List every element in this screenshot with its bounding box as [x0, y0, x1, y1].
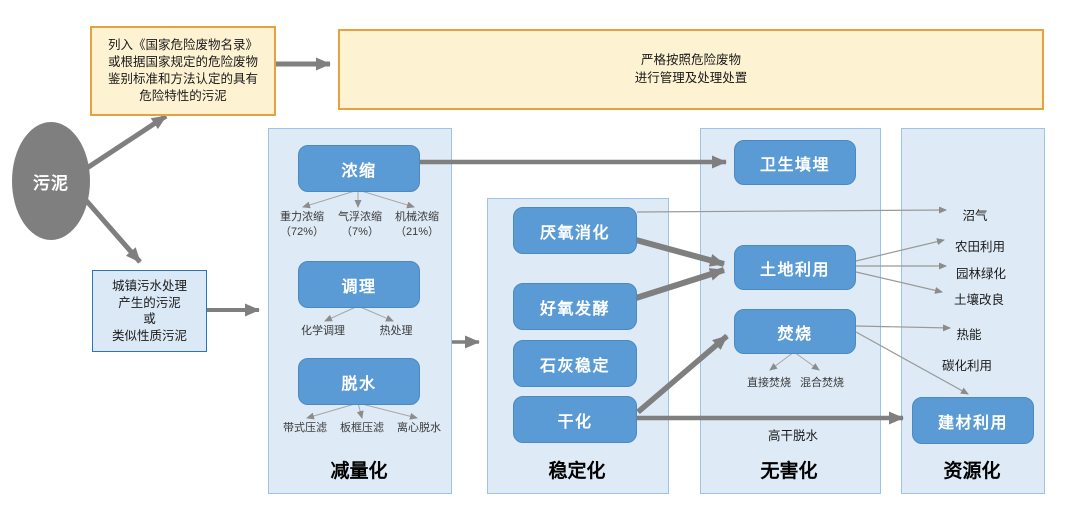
sub-centrifugal-dewatering: 离心脱水 — [397, 422, 441, 434]
node-drying: 干化 — [513, 396, 637, 443]
node-lime-stabilization: 石灰稳定 — [513, 340, 637, 387]
node-conditioning: 调理 — [298, 261, 420, 308]
output-soil-improvement: 土壤改良 — [953, 293, 1005, 307]
sub-mixed-incineration: 混合焚烧 — [800, 377, 844, 389]
column-title-stabilization: 稳定化 — [548, 461, 606, 482]
sub-mechanical-thickening: 机械浓缩 （21%） — [394, 211, 440, 238]
column-title-reduction: 减量化 — [330, 461, 388, 482]
sub-chemical-conditioning: 化学调理 — [301, 325, 345, 337]
hazardous-management-box: 严格按照危险废物 进行管理及处理处置 — [338, 29, 1044, 110]
output-carbonization-use: 碳化利用 — [941, 359, 993, 373]
output-farmland-use: 农田利用 — [954, 240, 1006, 254]
node-land-use: 土地利用 — [734, 245, 856, 290]
sludge-root-node: 污泥 — [12, 122, 90, 240]
output-thermal-energy: 热能 — [956, 328, 982, 342]
node-incineration: 焚烧 — [734, 309, 856, 354]
sub-plate-frame-press: 板框压滤 — [340, 422, 384, 434]
sub-belt-filter-press: 带式压滤 — [283, 422, 327, 434]
node-anaerobic-digestion: 厌氧消化 — [513, 207, 637, 254]
sub-direct-incineration: 直接焚烧 — [747, 377, 791, 389]
hazardous-criteria-box: 列入《国家危险废物名录》 或根据国家规定的危险废物 鉴别标准和方法认定的具有 危… — [90, 26, 276, 116]
node-aerobic-fermentation: 好氧发酵 — [513, 283, 637, 330]
sub-flotation-thickening: 气浮浓缩 （7%） — [338, 211, 382, 238]
column-title-harmless: 无害化 — [760, 461, 818, 482]
node-thickening: 浓缩 — [298, 145, 420, 192]
sub-heat-treatment: 热处理 — [379, 325, 413, 337]
output-landscape-greening: 园林绿化 — [955, 267, 1007, 281]
municipal-sludge-box: 城镇污水处理 产生的污泥 或 类似性质污泥 — [92, 270, 207, 352]
output-biogas: 沼气 — [962, 209, 988, 223]
sub-gravity-thickening: 重力浓缩 （72%） — [279, 211, 325, 238]
arrow-sludge-to-municipal — [82, 196, 142, 264]
column-title-resource: 资源化 — [943, 461, 1001, 482]
node-building-material-use: 建材利用 — [912, 397, 1034, 444]
arrow-sludge-to-criteria — [82, 113, 168, 173]
node-dewatering: 脱水 — [298, 358, 420, 405]
node-sanitary-landfill: 卫生填埋 — [734, 140, 856, 185]
edge-label-high-dry-dewatering: 高干脱水 — [767, 429, 819, 443]
